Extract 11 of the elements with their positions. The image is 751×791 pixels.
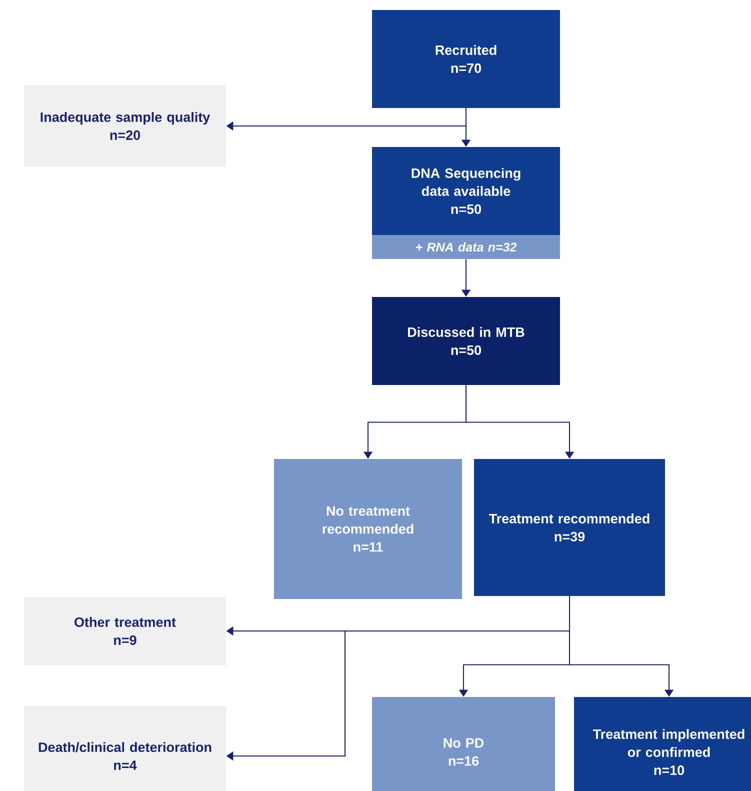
note-band: + RNA data n=32 (372, 235, 560, 259)
exclusion-box: Inadequate sample quality n=20 (24, 85, 226, 167)
process-box: Discussed in MTB n=50 (372, 297, 560, 385)
outcome-box: No PD n=16 (372, 697, 555, 791)
outcome-box: Treatment recommended n=39 (474, 459, 665, 596)
exclusion-box: Other treatment n=9 (24, 597, 226, 665)
outcome-box: Treatment implemented or confirmed n=10 (574, 697, 751, 791)
process-box: Recruited n=70 (372, 10, 560, 108)
exclusion-box: Death/clinical deterioration n=4 (24, 706, 226, 791)
outcome-box: No treatment recommended n=11 (274, 459, 462, 599)
process-box: DNA Sequencing data available n=50 (372, 147, 560, 235)
